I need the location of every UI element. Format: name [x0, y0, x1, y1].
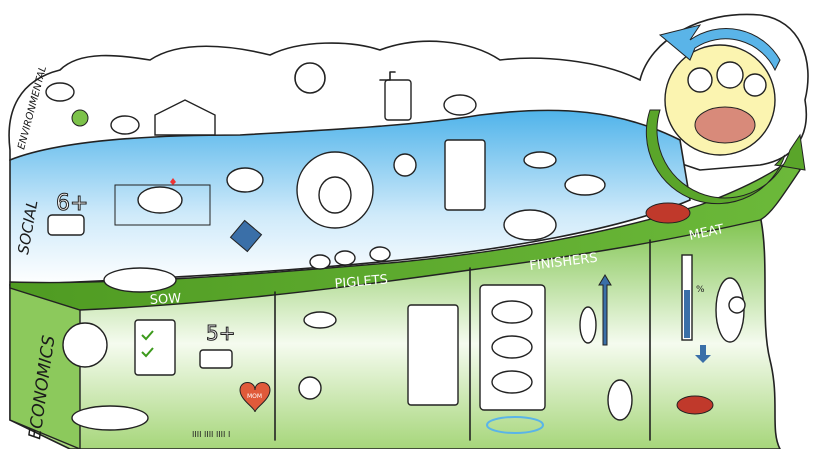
meat-products-icon [676, 395, 714, 415]
thermometer-fill [684, 290, 690, 338]
pig-icon [110, 115, 140, 135]
checklist-icon [134, 319, 176, 376]
nursing-sow-icon [103, 267, 177, 293]
barn-icon [154, 99, 216, 136]
piglet-icon [309, 254, 331, 270]
nursing-sow-icon [71, 405, 149, 431]
finisher-pig-icon [491, 335, 533, 359]
meditating-pig-icon [318, 176, 352, 214]
farmer-family-icon [687, 61, 767, 144]
location-cycle-icon [294, 62, 326, 94]
pig-drinking-icon [443, 94, 477, 116]
sick-piglet-icon [303, 311, 337, 329]
cycle-arrow-green-icon [645, 109, 806, 205]
percent-label: % [696, 285, 705, 295]
finisher-pig-icon [503, 209, 557, 241]
scale-icon [393, 153, 417, 177]
cake-icon [199, 349, 233, 369]
piglet-group-panel [407, 304, 459, 406]
rat-icon [486, 416, 544, 434]
cake-icon: 6+ [47, 191, 89, 236]
sick-pig-icon [523, 151, 557, 169]
heart-icon [170, 178, 176, 185]
cycle-arrow-blue-icon [658, 24, 781, 72]
cat-icon [607, 379, 633, 421]
stage-label-meat: MEAT [688, 222, 726, 244]
sow-icon [137, 186, 183, 214]
finisher-pig-icon [491, 300, 533, 324]
tally-marks: IIII IIII IIII I [192, 430, 230, 439]
cake-age-text: 6+ [56, 191, 88, 216]
cake-age-text: 5+ [206, 321, 235, 345]
magnifier-check-icon [728, 296, 746, 314]
piglet-icon [369, 246, 391, 262]
down-arrow-icon [379, 71, 396, 81]
heart-tattoo-icon [239, 382, 271, 413]
finisher-pig-icon [491, 370, 533, 394]
pig-icon [45, 82, 75, 102]
pig-lying-icon [564, 174, 606, 196]
recycle-icon [71, 109, 89, 127]
heart-tattoo-text: MOM [247, 393, 262, 400]
toy-icon [229, 219, 263, 253]
piglet-icon [334, 250, 356, 266]
scale-icon [298, 376, 322, 400]
check-icon [141, 330, 154, 358]
stage-label-piglets: PIGLETS [334, 272, 389, 292]
down-arrow-icon [695, 345, 711, 363]
thought-bubble-icon [62, 322, 108, 368]
stage-dividers [274, 239, 651, 441]
up-arrow-icon [598, 274, 612, 346]
pig-icon [226, 167, 264, 193]
pen-icon [114, 184, 211, 226]
stage-label-sow: SOW [149, 291, 181, 308]
steak-plate-icon [645, 202, 691, 224]
standing-pig-icon [579, 306, 597, 344]
pig-group-panel [444, 139, 486, 211]
water-dispenser-icon [384, 79, 412, 121]
